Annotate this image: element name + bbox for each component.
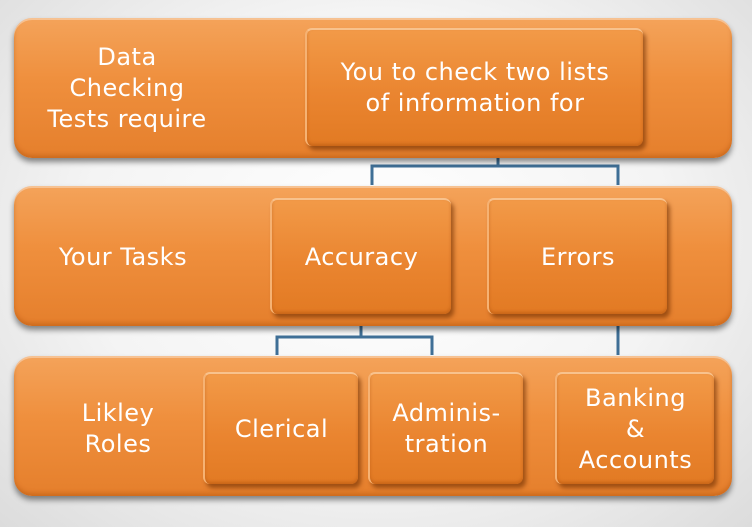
accuracy-box-text: Accuracy [304,242,419,271]
top-row-label-text: Data Checking Tests require [47,42,207,133]
errors-box: Errors [487,198,667,314]
banking-accounts-box: Banking & Accounts [555,372,714,484]
top-row-label: Data Checking Tests require [22,38,232,138]
middle-row-label: Your Tasks [38,226,208,288]
accuracy-box: Accuracy [270,198,451,314]
administration-box-text: Adminis- tration [392,399,501,458]
bottom-row-label: Likley Roles [48,395,188,463]
middle-row-label-text: Your Tasks [58,242,188,271]
bottom-row-label-text: Likley Roles [81,399,155,458]
clerical-box-text: Clerical [234,414,329,443]
clerical-box: Clerical [203,372,358,484]
top-info-box: You to check two lists of information fo… [305,28,643,146]
errors-box-text: Errors [540,242,615,271]
banking-accounts-box-text: Banking & Accounts [578,383,693,474]
top-info-box-text: You to check two lists of information fo… [340,58,610,117]
administration-box: Adminis- tration [368,372,523,484]
